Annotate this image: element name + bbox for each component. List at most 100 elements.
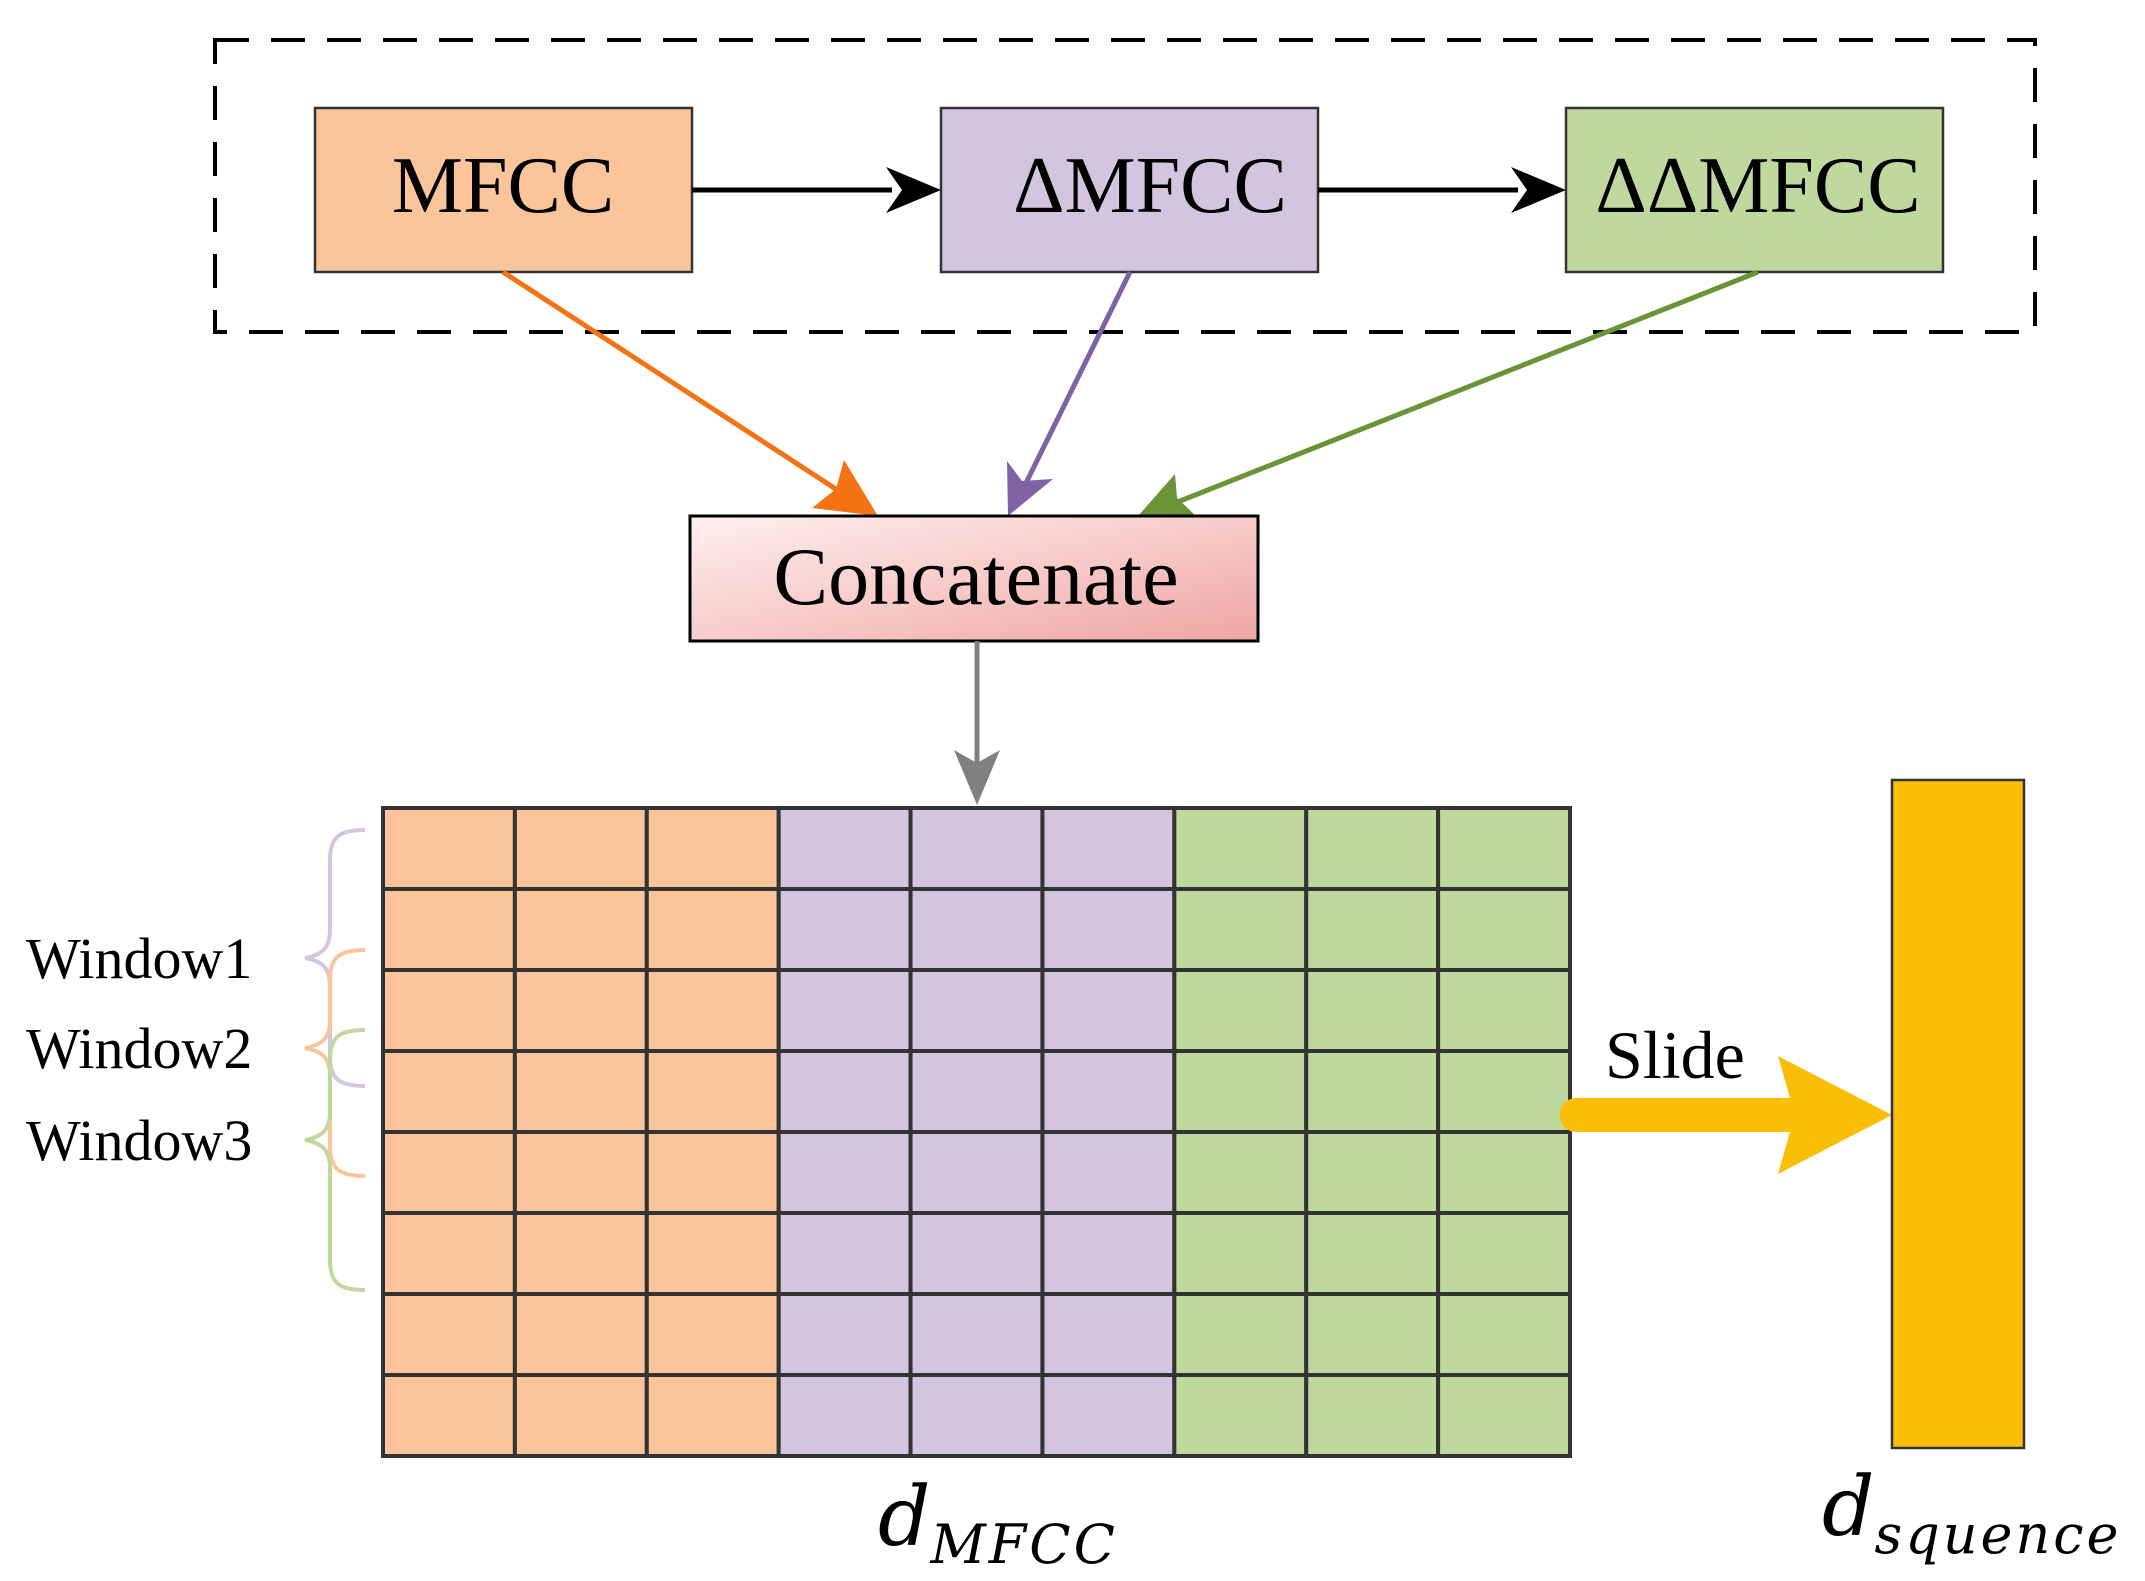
matrix-cell-mfcc — [381, 1049, 517, 1134]
matrix-cell-delta_delta — [1304, 887, 1441, 972]
matrix-cell-delta — [1040, 968, 1177, 1053]
matrix-cell-delta_delta — [1304, 1373, 1441, 1458]
matrix-cell-mfcc — [644, 1130, 781, 1215]
matrix-cell-delta_delta — [1304, 1049, 1441, 1134]
arrow-mfcc-to-concatenate — [501, 269, 878, 516]
delta-delta-mfcc-box: ΔΔMFCC — [1564, 106, 1945, 274]
matrix-cell-delta — [1040, 1211, 1177, 1296]
sequence-bar — [1890, 778, 2026, 1450]
concatenate-box-rect — [688, 514, 1260, 643]
matrix-cell-mfcc — [512, 1130, 649, 1215]
matrix-cell-delta_delta — [1304, 968, 1441, 1053]
matrix-cell-delta — [1040, 1130, 1177, 1215]
delta-mfcc-label: ΔMFCC — [1013, 142, 1287, 230]
matrix-cell-mfcc — [381, 806, 517, 891]
matrix-cell-delta_delta — [1172, 1211, 1309, 1296]
mfcc-box: MFCC — [313, 106, 694, 274]
matrix-cell-mfcc — [512, 806, 649, 891]
mfcc-label: MFCC — [392, 142, 614, 230]
matrix-cell-mfcc — [381, 1211, 517, 1296]
matrix-cell-delta_delta — [1304, 1292, 1441, 1377]
matrix-cell-mfcc — [512, 1292, 649, 1377]
matrix-cell-delta — [776, 887, 913, 972]
matrix-cell-delta — [908, 1373, 1045, 1458]
matrix-cell-delta_delta — [1436, 1373, 1572, 1458]
matrix-cell-delta — [908, 806, 1045, 891]
matrix-cell-delta — [1040, 1049, 1177, 1134]
matrix-cell-mfcc — [644, 1373, 781, 1458]
matrix-cell-delta — [908, 968, 1045, 1053]
matrix-cell-delta — [776, 1049, 913, 1134]
slide-arrow — [1560, 1056, 1892, 1174]
matrix-cell-mfcc — [644, 1049, 781, 1134]
window3-label: Window3 — [26, 1108, 252, 1173]
delta-mfcc-box: ΔMFCC — [939, 106, 1320, 274]
matrix-cell-mfcc — [381, 1292, 517, 1377]
matrix-cell-delta — [776, 1211, 913, 1296]
matrix-cell-delta_delta — [1172, 887, 1309, 972]
matrix-cell-mfcc — [644, 806, 781, 891]
matrix-cell-delta_delta — [1172, 968, 1309, 1053]
matrix-cell-delta — [908, 1211, 1045, 1296]
matrix-dimension-sub: MFCC — [930, 1513, 1118, 1576]
matrix-cell-delta_delta — [1172, 1292, 1309, 1377]
window2-label: Window2 — [26, 1016, 252, 1081]
matrix-cell-mfcc — [644, 887, 781, 972]
matrix-cell-delta_delta — [1436, 887, 1572, 972]
arrow-delta-to-concatenate — [1007, 270, 1133, 516]
delta-mfcc-box-rect — [939, 106, 1320, 274]
matrix-cell-delta_delta — [1172, 1373, 1309, 1458]
matrix-cell-delta_delta — [1304, 1130, 1441, 1215]
matrix-cell-mfcc — [512, 1211, 649, 1296]
matrix-cell-delta_delta — [1436, 1211, 1572, 1296]
feature-group-frame — [213, 38, 2037, 334]
matrix-cell-mfcc — [381, 1373, 517, 1458]
sequence-dimension-base: d — [1822, 1460, 1875, 1555]
matrix-cell-delta — [776, 1373, 913, 1458]
matrix-cell-mfcc — [381, 968, 517, 1053]
concatenate-label: Concatenate — [773, 531, 1178, 622]
matrix-cell-mfcc — [512, 887, 649, 972]
sequence-dimension-sub: squence — [1875, 1503, 2122, 1566]
arrow-delta-to-delta-delta — [1318, 167, 1566, 213]
matrix-cell-mfcc — [644, 1211, 781, 1296]
matrix-cell-delta_delta — [1172, 806, 1309, 891]
concatenate-box: Concatenate — [688, 514, 1260, 643]
matrix-cell-delta — [1040, 1373, 1177, 1458]
arrow-mfcc-to-delta — [692, 167, 941, 213]
matrix-cell-delta_delta — [1436, 1049, 1572, 1134]
matrix-cell-delta_delta — [1436, 968, 1572, 1053]
matrix-cell-delta — [776, 1130, 913, 1215]
slide-label: Slide — [1605, 1017, 1745, 1093]
matrix-cell-delta — [908, 887, 1045, 972]
matrix-cell-delta — [1040, 1292, 1177, 1377]
matrix-cell-mfcc — [381, 887, 517, 972]
sequence-dimension-label: dsquence — [1822, 1460, 2122, 1566]
delta-delta-mfcc-label: ΔΔMFCC — [1595, 142, 1920, 230]
matrix-cell-delta_delta — [1304, 806, 1441, 891]
matrix-cell-delta — [1040, 806, 1177, 891]
matrix-cell-delta — [908, 1049, 1045, 1134]
mfcc-box-rect — [313, 106, 694, 274]
matrix-cell-mfcc — [512, 1049, 649, 1134]
matrix-cell-delta — [776, 806, 913, 891]
matrix-cell-mfcc — [644, 968, 781, 1053]
matrix-cell-delta — [776, 1292, 913, 1377]
matrix-cell-delta — [908, 1130, 1045, 1215]
matrix-cell-mfcc — [644, 1292, 781, 1377]
matrix-cell-delta_delta — [1436, 1292, 1572, 1377]
window1-label: Window1 — [26, 926, 252, 991]
matrix-cell-delta_delta — [1436, 1130, 1572, 1215]
matrix-cell-delta_delta — [1436, 806, 1572, 891]
window3-brace — [304, 1028, 366, 1292]
matrix-cell-delta — [1040, 887, 1177, 972]
matrix-cell-delta_delta — [1172, 1130, 1309, 1215]
arrow-concatenate-to-matrix — [954, 641, 1000, 805]
arrow-delta-delta-to-concatenate — [1138, 269, 1759, 518]
matrix-dimension-base: d — [878, 1470, 931, 1565]
matrix-cell-delta_delta — [1172, 1049, 1309, 1134]
matrix-cell-mfcc — [512, 968, 649, 1053]
matrix-dimension-label: dMFCC — [878, 1470, 1118, 1576]
matrix-cell-delta — [908, 1292, 1045, 1377]
